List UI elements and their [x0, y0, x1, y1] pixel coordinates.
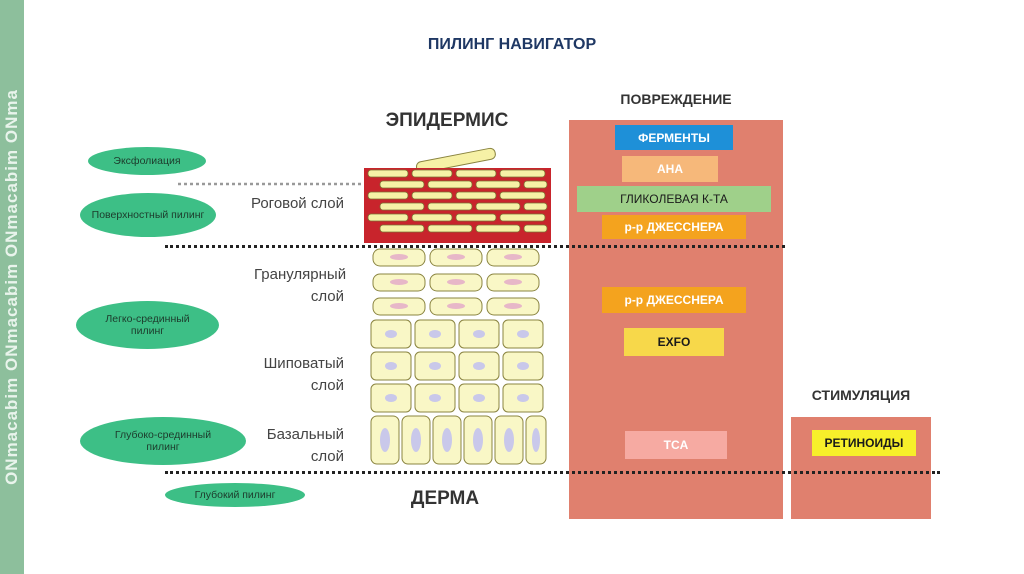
oval-superficial-peel: Поверхностный пилинг [80, 193, 216, 237]
damage-header: ПОВРЕЖДЕНИЕ [620, 91, 732, 107]
oval-deep-peel: Глубокий пилинг [165, 483, 305, 507]
oval-deep-medium-peel: Глубоко-срединный пилинг [80, 417, 246, 465]
label-stratum-corneum: Роговой слой [250, 195, 344, 212]
chip-tca: TCA [625, 431, 727, 459]
chip-exfo: EXFO [624, 328, 724, 356]
granular-nuclei [390, 254, 522, 309]
dermis-boundary-line [165, 471, 940, 474]
chip-jessner-1: р-р ДЖЕССНЕРА [602, 215, 746, 239]
chip-aha: АНА [622, 156, 718, 182]
chip-glycolic-acid: ГЛИКОЛЕВАЯ К-ТА [577, 186, 771, 212]
basal-nuclei [380, 428, 540, 452]
basal-cells [370, 415, 547, 465]
chip-jessner-2: р-р ДЖЕССНЕРА [602, 287, 746, 313]
oval-exfoliation: Эксфолиация [88, 147, 206, 175]
label-spinous-layer: Шиповатый слой [263, 355, 344, 394]
stimulation-header: СТИМУЛЯЦИЯ [811, 387, 911, 403]
page-title: ПИЛИНГ НАВИГАТОР [427, 36, 597, 53]
label-granular-layer: Гранулярный слой [254, 266, 347, 305]
stratum-corneum-bricks [364, 168, 551, 243]
epidermis-header: ЭПИДЕРМИС [385, 110, 509, 131]
oval-light-medium-peel: Легко-срединный пилинг [76, 301, 219, 349]
spinous-nuclei [385, 330, 529, 402]
dermis-header: ДЕРМА [410, 488, 480, 509]
label-basal-layer: Базальный слой [266, 426, 344, 465]
chip-retinoids: РЕТИНОИДЫ [812, 430, 916, 456]
epidermis-boundary-line [165, 245, 785, 248]
chip-enzymes: ФЕРМЕНТЫ [615, 125, 733, 150]
watermark-strip [0, 0, 24, 574]
